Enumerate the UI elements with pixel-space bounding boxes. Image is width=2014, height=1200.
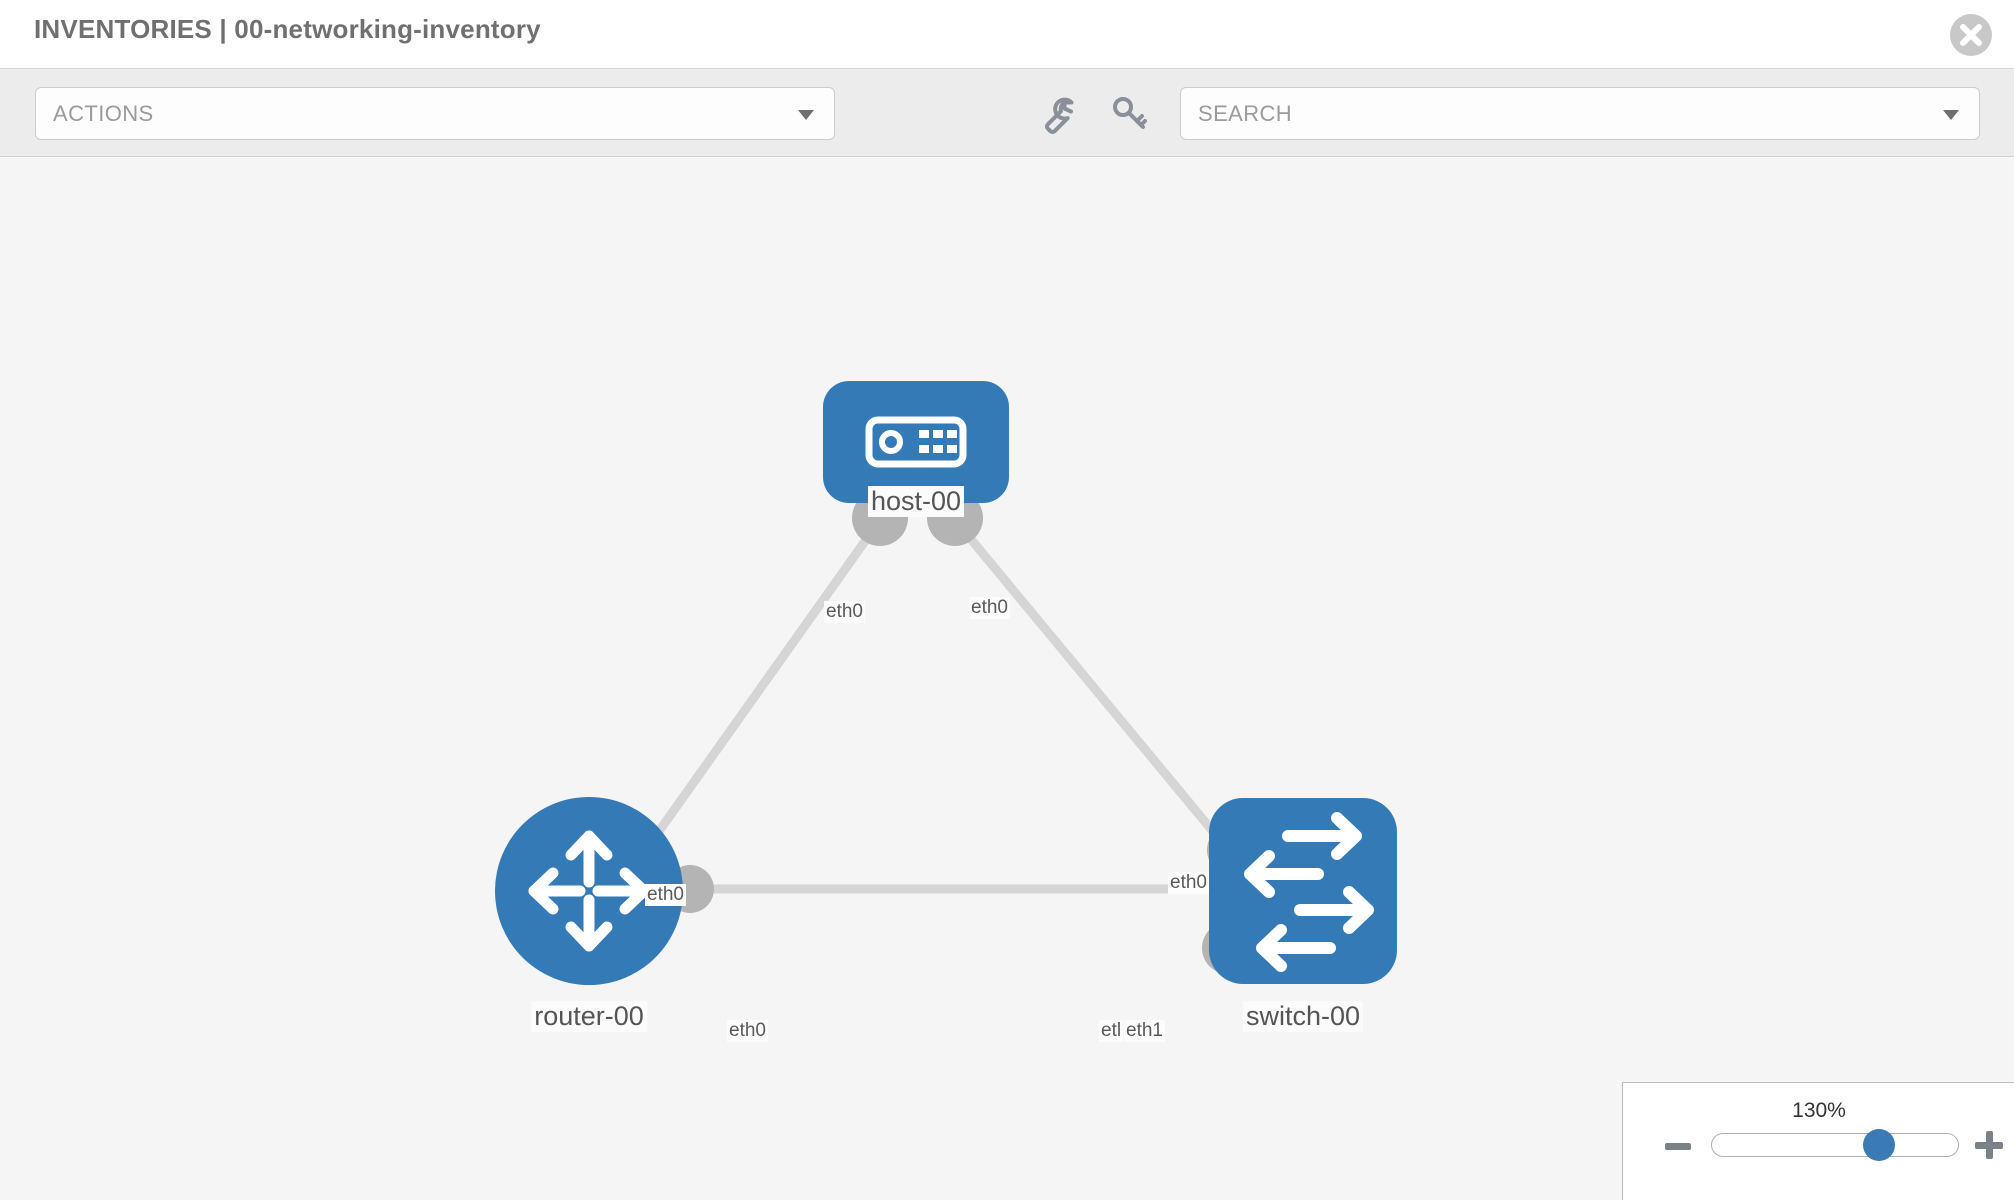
node-router-00[interactable]	[495, 797, 683, 985]
chevron-down-icon	[798, 110, 814, 120]
toolbar: ACTIONS SEARCH	[0, 68, 2014, 157]
zoom-in-button[interactable]	[1975, 1131, 2003, 1159]
zoom-slider-thumb[interactable]	[1863, 1129, 1896, 1161]
interface-label: eth0	[727, 1020, 768, 1042]
node-switch-00[interactable]	[1209, 798, 1397, 984]
wrench-button[interactable]	[1040, 93, 1082, 135]
key-icon	[1113, 97, 1147, 129]
zoom-slider[interactable]	[1711, 1129, 1959, 1161]
topology-graph	[495, 381, 1397, 985]
link-host-router[interactable]	[636, 517, 884, 861]
interface-label: eth0	[645, 884, 686, 906]
page-title: INVENTORIES | 00-networking-inventory	[34, 14, 541, 44]
node-label-host-00: host-00	[867, 486, 965, 517]
interface-label: etl	[1099, 1020, 1124, 1042]
interface-label: eth1	[1124, 1020, 1165, 1042]
search-input[interactable]: SEARCH	[1180, 87, 1980, 140]
interface-label: eth0	[1168, 872, 1209, 894]
close-button[interactable]	[1950, 14, 1992, 56]
zoom-out-button[interactable]	[1665, 1143, 1691, 1150]
wrench-icon	[1044, 97, 1074, 135]
actions-dropdown[interactable]: ACTIONS	[35, 87, 835, 140]
node-label-switch-00: switch-00	[1242, 1001, 1364, 1032]
router-arrows-icon	[528, 830, 650, 952]
server-icon	[865, 416, 967, 468]
actions-dropdown-label: ACTIONS	[53, 101, 154, 126]
key-button[interactable]	[1108, 93, 1150, 135]
node-host-00[interactable]	[823, 381, 1009, 503]
interface-label: eth0	[969, 597, 1010, 619]
topology-canvas[interactable]: host-00 router-00 switch-00 eth0 eth0 et…	[0, 158, 2014, 1200]
interface-label: eth0	[824, 601, 865, 623]
zoom-level-value: 130%	[1792, 1099, 1846, 1122]
chevron-down-icon[interactable]	[1943, 110, 1959, 120]
page-header: INVENTORIES | 00-networking-inventory	[0, 0, 2014, 68]
switch-arrows-icon	[1244, 812, 1374, 972]
zoom-control-panel: 130%	[1622, 1082, 2014, 1200]
link-host-switch[interactable]	[951, 517, 1239, 861]
search-placeholder: SEARCH	[1198, 101, 1293, 126]
close-icon	[1960, 24, 1982, 46]
node-label-router-00: router-00	[531, 1001, 647, 1032]
